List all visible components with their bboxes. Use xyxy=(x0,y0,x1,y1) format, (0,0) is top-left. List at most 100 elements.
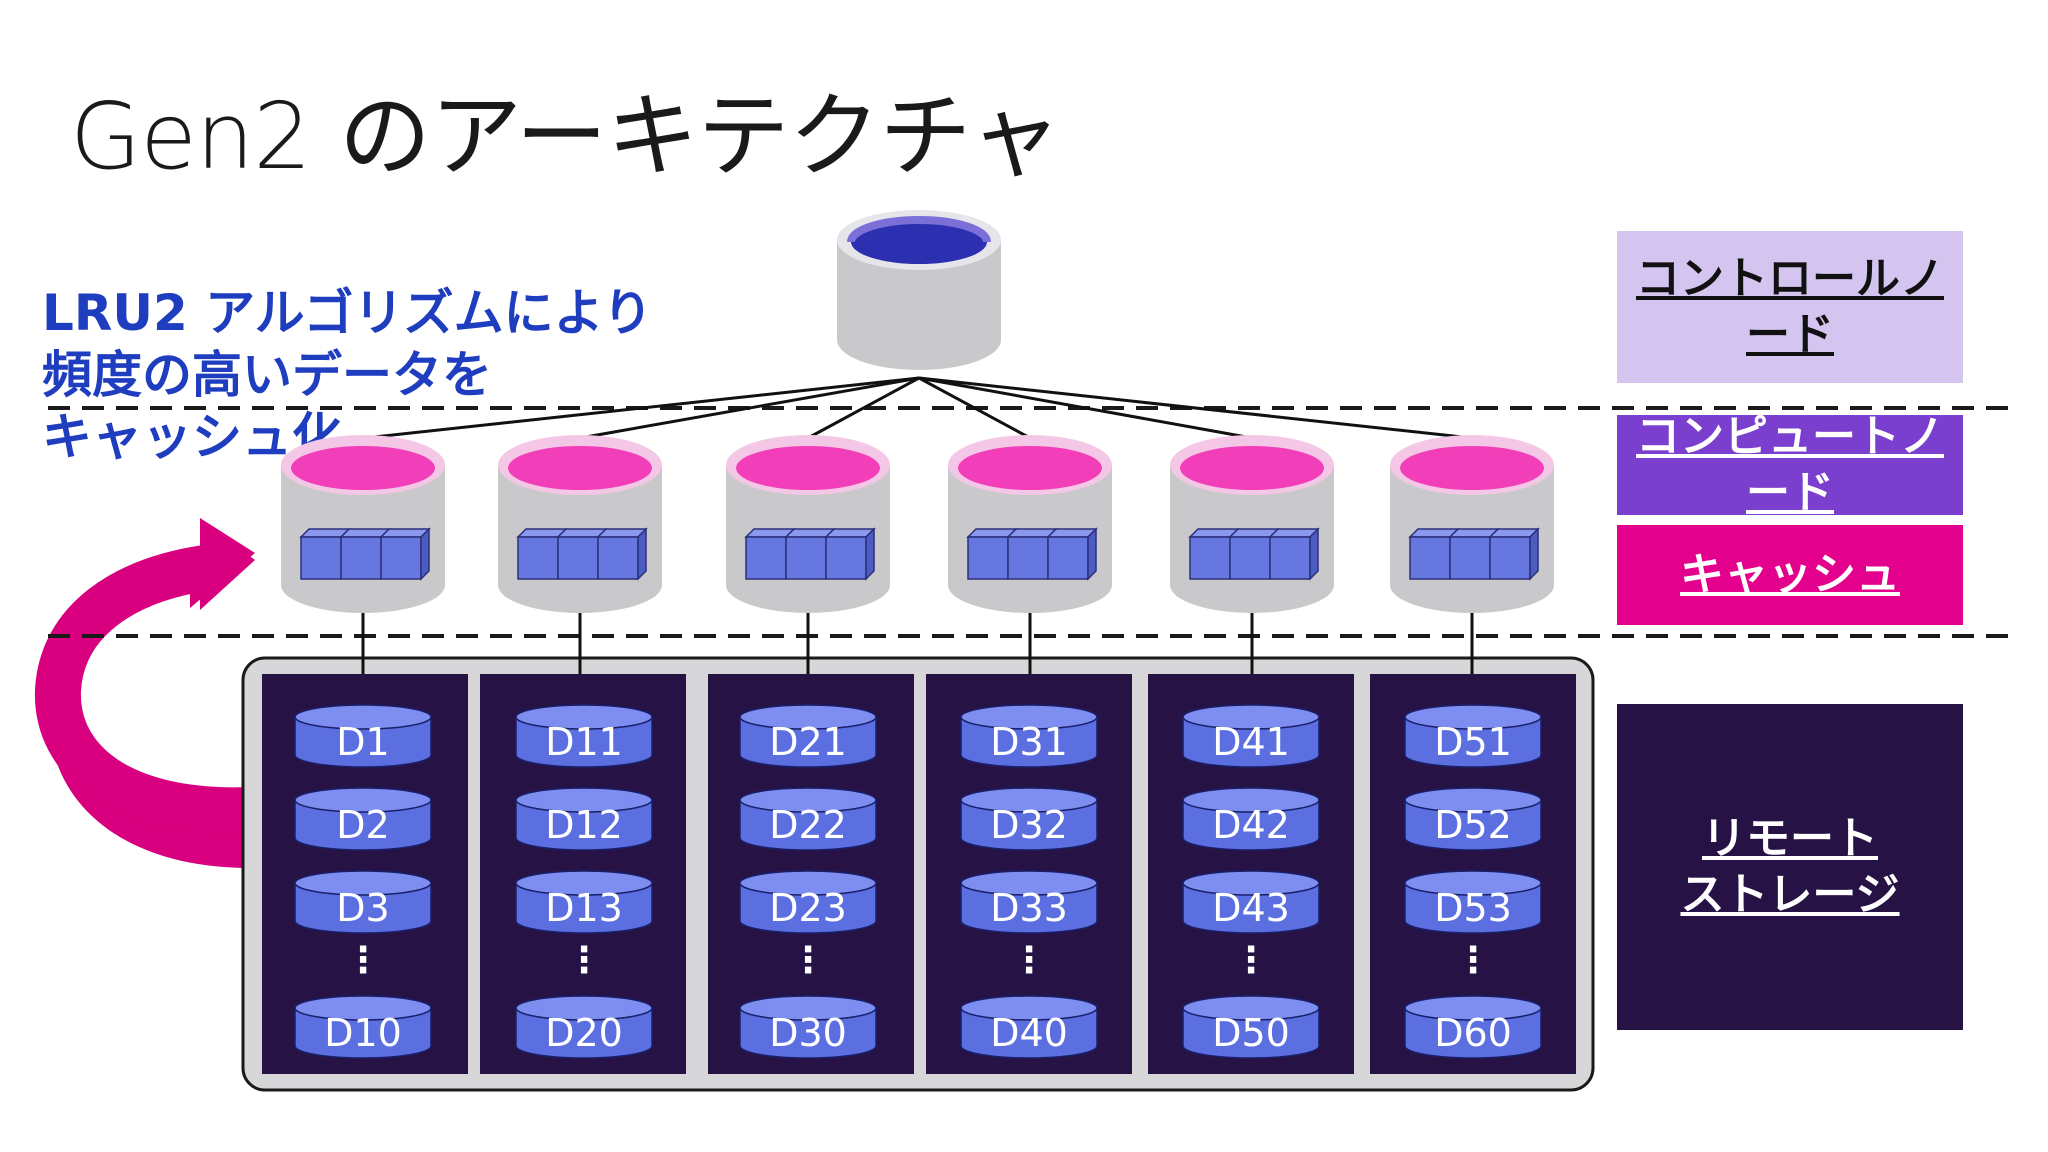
disk-top xyxy=(294,787,432,813)
disk-top xyxy=(294,870,432,896)
disk: D53 xyxy=(1404,870,1542,934)
legend-cache: キャッシュ xyxy=(1617,525,1963,625)
disk: D51 xyxy=(1404,704,1542,768)
disk-body xyxy=(1404,1007,1542,1059)
control-link-line xyxy=(918,376,1253,440)
disk-top xyxy=(1404,704,1542,730)
control-link-line xyxy=(364,376,920,440)
cache-block-side xyxy=(420,527,430,581)
cache-block xyxy=(825,536,867,580)
cache-block-side xyxy=(1087,527,1097,581)
cache-block-side xyxy=(1529,527,1539,581)
disk: D12 xyxy=(515,787,653,851)
control-link-line xyxy=(807,376,920,440)
cache-surface xyxy=(1180,446,1324,490)
disk-top xyxy=(960,995,1098,1021)
disk-top xyxy=(294,995,432,1021)
cache-block xyxy=(1409,536,1451,580)
disk-top xyxy=(1182,704,1320,730)
disk-top xyxy=(739,995,877,1021)
disk-body xyxy=(294,799,432,851)
cache-block xyxy=(340,536,382,580)
disk-top xyxy=(1182,995,1320,1021)
storage-columns: D1D2D3D10⋮D11D12D13D20⋮D21D22D23D30⋮D31D… xyxy=(262,674,1576,1074)
control-link-line xyxy=(918,376,1473,440)
disk-top xyxy=(960,870,1098,896)
disk-body xyxy=(1404,716,1542,768)
disk-top xyxy=(1404,787,1542,813)
disk: D32 xyxy=(960,787,1098,851)
control-node-cylinder xyxy=(837,210,1001,370)
disk: D21 xyxy=(739,704,877,768)
disk-body xyxy=(1404,799,1542,851)
disk-top xyxy=(515,870,653,896)
disk-label: D1 xyxy=(336,720,389,764)
control-to-compute-links xyxy=(364,376,1473,440)
cache-block xyxy=(597,536,639,580)
disk: D1 xyxy=(294,704,432,768)
disk: D41 xyxy=(1182,704,1320,768)
legend-compute-node-label: コンピュートノード xyxy=(1636,411,1944,518)
disk: D22 xyxy=(739,787,877,851)
cache-block xyxy=(557,536,599,580)
lru2-note: LRU2 アルゴリズムにより 頻度の高いデータを キャッシュ化 xyxy=(42,282,653,468)
disk-body xyxy=(739,716,877,768)
disk: D20 xyxy=(515,995,653,1059)
disk-body xyxy=(515,1007,653,1059)
disk-body xyxy=(960,799,1098,851)
legend-remote-storage-line2: ストレージ xyxy=(1680,869,1900,920)
disk-label: D12 xyxy=(545,803,623,847)
disk-top xyxy=(739,787,877,813)
disk-ellipsis: ⋮ xyxy=(790,940,826,981)
legend-compute-node: コンピュートノード xyxy=(1617,411,1963,518)
disk-label: D21 xyxy=(769,720,847,764)
disk-body xyxy=(1182,882,1320,934)
compute-node xyxy=(948,435,1112,676)
cache-block-side xyxy=(637,527,647,581)
disk-label: D52 xyxy=(1434,803,1512,847)
disk: D42 xyxy=(1182,787,1320,851)
disk: D13 xyxy=(515,870,653,934)
disk: D2 xyxy=(294,787,432,851)
disk-body xyxy=(1182,799,1320,851)
disk-label: D31 xyxy=(990,720,1068,764)
disk-body xyxy=(1182,1007,1320,1059)
compute-node xyxy=(726,435,890,676)
note-line-1: LRU2 アルゴリズムにより xyxy=(42,284,653,342)
cache-block xyxy=(1229,536,1271,580)
disk-label: D51 xyxy=(1434,720,1512,764)
disk-body xyxy=(1182,716,1320,768)
disk-label: D3 xyxy=(336,886,389,930)
disk-top xyxy=(515,787,653,813)
cache-block xyxy=(1269,536,1311,580)
disk-body xyxy=(960,1007,1098,1059)
disk: D10 xyxy=(294,995,432,1059)
disk: D43 xyxy=(1182,870,1320,934)
disk-body xyxy=(294,1007,432,1059)
disk-label: D40 xyxy=(990,1011,1068,1055)
disk-ellipsis: ⋮ xyxy=(345,940,381,981)
compute-node xyxy=(498,435,662,676)
disk-body xyxy=(739,799,877,851)
disk-body xyxy=(739,882,877,934)
disk-label: D41 xyxy=(1212,720,1290,764)
disk: D11 xyxy=(515,704,653,768)
disk-label: D10 xyxy=(324,1011,402,1055)
legend-control-node: コントロールノード xyxy=(1617,231,1963,383)
disk-label: D13 xyxy=(545,886,623,930)
disk-top xyxy=(960,787,1098,813)
disk-top xyxy=(1182,870,1320,896)
disk-top xyxy=(1404,870,1542,896)
disk: D23 xyxy=(739,870,877,934)
disk-top xyxy=(1404,995,1542,1021)
disk-label: D30 xyxy=(769,1011,847,1055)
disk-ellipsis: ⋮ xyxy=(1233,940,1269,981)
cache-block xyxy=(1047,536,1089,580)
disk-label: D23 xyxy=(769,886,847,930)
disk-top xyxy=(739,704,877,730)
